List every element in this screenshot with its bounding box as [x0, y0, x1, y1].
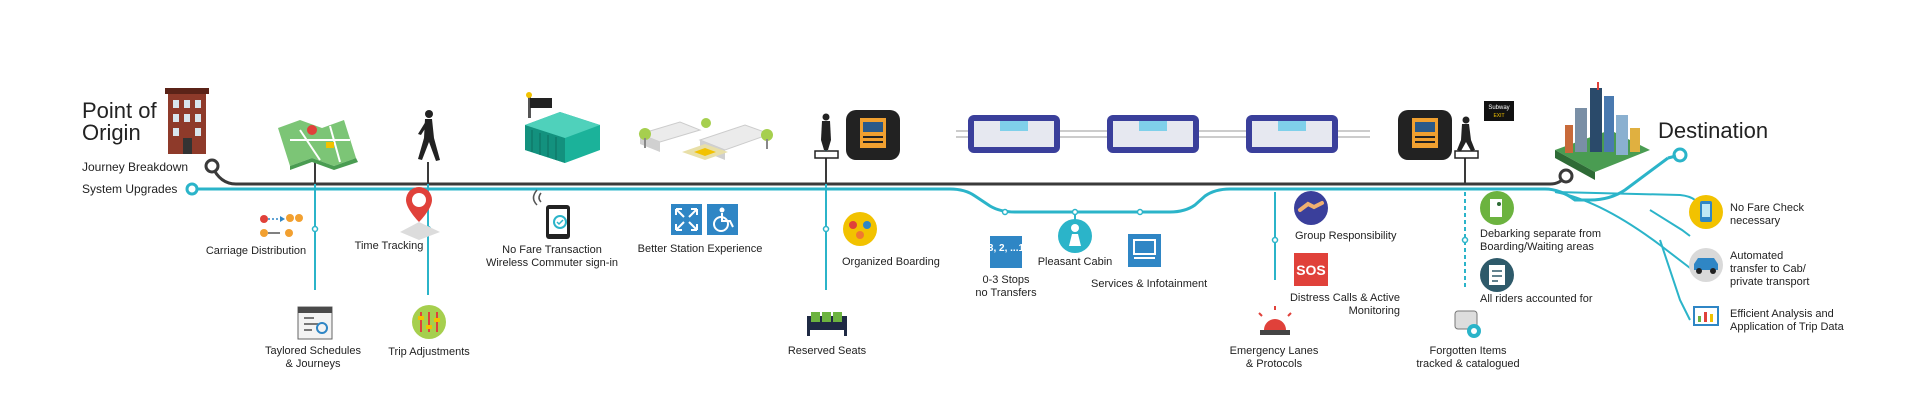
- station-benches-icon: [638, 118, 773, 160]
- train-carriage-icon: [968, 115, 1338, 153]
- reserved-seats-label: Reserved Seats: [787, 345, 867, 357]
- system-upgrades-label: System Upgrades: [82, 182, 178, 196]
- emergency-lanes-label: Emergency Lanes& Protocols: [1229, 345, 1319, 370]
- carriage-distribution-icon: [260, 214, 303, 237]
- pleasant-cabin-label: Pleasant Cabin: [1037, 256, 1113, 268]
- connectors: [314, 150, 1466, 295]
- destination-title: Destination: [1658, 118, 1769, 143]
- schedule-icon: [297, 306, 333, 340]
- exit-person-icon: [1454, 116, 1479, 159]
- adjust-sliders-icon: [412, 305, 446, 339]
- sos-icon: SOS: [1294, 253, 1328, 286]
- origin-building-icon: [165, 88, 209, 154]
- reserved-seats-icon: [807, 312, 847, 336]
- services-label: Services & Infotainment: [1091, 278, 1208, 290]
- person-cabin-icon: [1058, 219, 1092, 253]
- turnstile-gate-icon: [525, 92, 600, 163]
- checklist-icon: [1480, 258, 1514, 292]
- svg-text:EXIT: EXIT: [1493, 113, 1504, 119]
- journey-line: [204, 158, 1574, 186]
- phone-pay-icon: [1689, 195, 1723, 229]
- group-responsibility-label: Group Responsibility: [1295, 230, 1397, 242]
- system-line: [185, 147, 1696, 321]
- svg-text:Subway: Subway: [1488, 105, 1509, 111]
- better-station-label: Better Station Experience: [637, 243, 763, 255]
- tailored-schedules-label: Taylored Schedules& Journeys: [264, 345, 362, 370]
- handshake-icon: [1294, 191, 1328, 225]
- boarding-group-icon: [843, 212, 877, 246]
- journey-breakdown-label: Journey Breakdown: [82, 160, 189, 174]
- walking-person-icon: [418, 110, 440, 161]
- location-pin-icon: [400, 187, 440, 240]
- city-map-icon: [278, 120, 358, 170]
- time-tracking-label: Time Tracking: [354, 240, 424, 252]
- riders-accounted-label: All riders accounted for: [1480, 293, 1593, 305]
- exit-door-icon: [1480, 191, 1514, 225]
- skyline-icon: [1555, 82, 1650, 180]
- phone-checkin-icon: [532, 189, 570, 239]
- carriage-distribution-label: Carriage Distribution: [205, 245, 307, 257]
- subway-exit-sign: Subway EXIT: [1484, 101, 1514, 121]
- waiting-person-icon: [814, 113, 839, 159]
- cab-icon: [1689, 248, 1723, 282]
- organized-boarding-label: Organized Boarding: [842, 256, 940, 268]
- countdown-icon: 3, 2, ...1: [988, 236, 1025, 268]
- train-front-icon: [846, 110, 900, 160]
- svg-text:SOS: SOS: [1296, 262, 1326, 278]
- lost-bag-icon: [1454, 310, 1481, 338]
- svg-text:3, 2, ...1: 3, 2, ...1: [988, 243, 1025, 254]
- expand-arrows-icon: [671, 204, 702, 235]
- alarm-light-icon: [1258, 306, 1292, 335]
- train-front-right-icon: [1398, 110, 1452, 160]
- infotainment-icon: [1128, 234, 1161, 267]
- data-analysis-icon: [1693, 306, 1719, 326]
- wheelchair-icon: [707, 204, 738, 235]
- trip-adjustments-label: Trip Adjustments: [388, 346, 470, 358]
